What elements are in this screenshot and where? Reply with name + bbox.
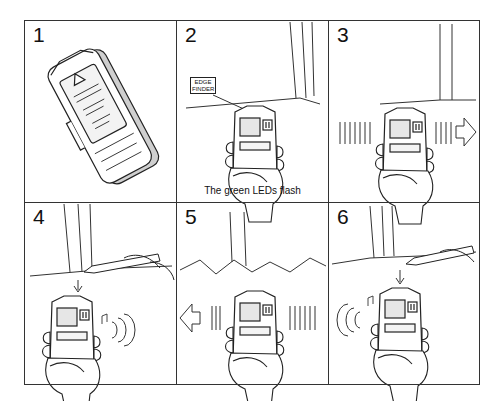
step-panel: 3 — [328, 20, 480, 203]
step-number: 3 — [337, 24, 349, 45]
step-number: 2 — [185, 24, 197, 45]
step-panel: 4 — [24, 202, 177, 385]
step-number: 6 — [337, 206, 349, 227]
step-panel: 6 — [328, 202, 480, 385]
callout-box: EDGE FINDER — [190, 77, 216, 94]
step-panel: 2The green LEDs flash EDGE FINDER — [176, 20, 329, 203]
step-panel: 5 — [176, 202, 329, 385]
step-caption: The green LEDs flash — [177, 185, 328, 196]
step-number: 1 — [33, 24, 45, 45]
step-number: 5 — [185, 206, 197, 227]
step-number: 4 — [33, 206, 45, 227]
step-panel: 1 — [24, 20, 177, 203]
callout-label: EDGE FINDER — [192, 79, 214, 92]
